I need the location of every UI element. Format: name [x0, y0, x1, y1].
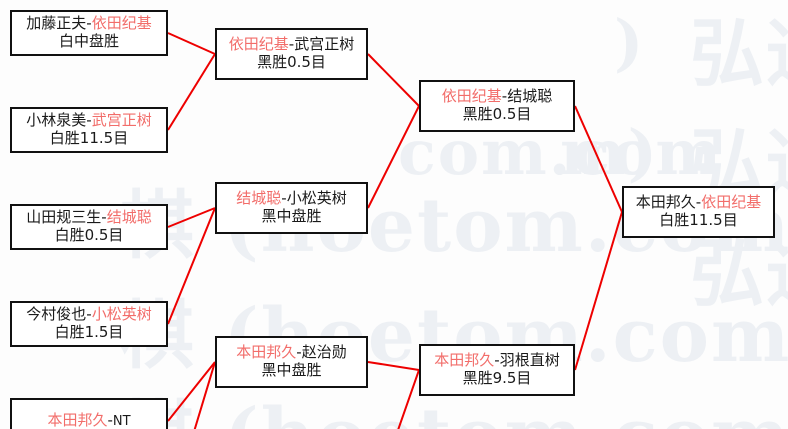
- connector-r2m3-to-r3m2: [367, 361, 420, 371]
- match-box-r1m4[interactable]: 今村俊也-小松英树白胜1.5目: [10, 301, 168, 347]
- versus-dash: -: [86, 111, 92, 130]
- player-left: 本田邦久: [635, 193, 696, 212]
- match-result: 黑中盘胜: [261, 361, 322, 379]
- connector-r2m2-to-r3m1: [367, 105, 420, 209]
- match-box-r2m1[interactable]: 依田纪基-武宫正树黑胜0.5目: [215, 28, 368, 80]
- match-box-r4m1[interactable]: 本田邦久-依田纪基白胜11.5目: [622, 186, 775, 238]
- match-pairing: 依田纪基-武宫正树: [228, 35, 355, 54]
- match-pairing: 依田纪基-结城聪: [441, 87, 553, 106]
- player-left: 本田邦久: [47, 411, 108, 429]
- match-result: 白胜1.5目: [54, 323, 124, 341]
- match-result: 黑中盘胜: [261, 207, 322, 225]
- player-right: 小松英树: [91, 305, 152, 324]
- connector-r2m4-to-r3m2: [397, 369, 420, 429]
- player-left: 今村俊也: [26, 305, 87, 324]
- versus-dash: -: [494, 351, 500, 370]
- match-box-r1m5[interactable]: 本田邦久-NT: [10, 398, 168, 429]
- connector-r1m6-to-r2m3: [193, 361, 216, 429]
- match-box-r2m2[interactable]: 结城聪-小松英树黑中盘胜: [215, 182, 368, 234]
- player-right: 结城聪: [507, 87, 553, 106]
- match-pairing: 本田邦久-依田纪基: [635, 193, 762, 212]
- match-result: 白胜11.5目: [49, 129, 129, 147]
- player-right: 依田纪基: [701, 193, 762, 212]
- match-result: 黑胜9.5目: [462, 369, 532, 387]
- connector-r3m1-to-r4m1: [574, 105, 623, 213]
- connector-r3m2-to-r4m1: [574, 211, 623, 371]
- versus-dash: -: [86, 14, 92, 33]
- match-result: 白中盘胜: [58, 32, 119, 50]
- player-left: 小林泉美: [26, 111, 87, 130]
- versus-dash: -: [501, 87, 508, 106]
- match-box-r3m1[interactable]: 依田纪基-结城聪黑胜0.5目: [419, 80, 575, 132]
- match-result: 黑胜0.5目: [462, 105, 532, 123]
- connector-r1m1-to-r2m1: [167, 32, 216, 55]
- match-pairing: 今村俊也-小松英树: [26, 305, 152, 324]
- versus-dash: -: [101, 208, 107, 227]
- versus-dash: -: [288, 35, 295, 54]
- match-result: 白胜0.5目: [54, 226, 124, 244]
- match-pairing: 本田邦久-NT: [47, 411, 131, 429]
- connector-r1m3-to-r2m2: [167, 207, 216, 228]
- match-box-r2m3[interactable]: 本田邦久-赵治勋黑中盘胜: [215, 336, 368, 388]
- connector-r1m4-to-r2m2: [167, 207, 216, 325]
- connector-r1m2-to-r2m1: [167, 53, 216, 131]
- player-right: 小松英树: [286, 189, 347, 208]
- match-box-r1m3[interactable]: 山田规三生-结城聪白胜0.5目: [10, 204, 168, 250]
- match-pairing: 小林泉美-武宫正树: [26, 111, 152, 130]
- player-left: 加藤正夫: [26, 14, 87, 33]
- versus-dash: -: [86, 305, 92, 324]
- player-right: 依田纪基: [91, 14, 152, 33]
- match-pairing: 本田邦久-羽根直树: [434, 351, 560, 370]
- watermark-text: ): [614, 6, 646, 79]
- watermark-text: 弘通: [690, 11, 788, 97]
- connector-r2m1-to-r3m1: [367, 53, 420, 107]
- match-pairing: 结城聪-小松英树: [236, 189, 347, 208]
- match-result: 白胜11.5目: [659, 211, 738, 229]
- versus-dash: -: [296, 343, 302, 362]
- player-left: 结城聪: [236, 189, 282, 208]
- match-result: 黑胜0.5目: [257, 53, 326, 71]
- connector-r1m5-to-r2m3: [167, 361, 216, 422]
- versus-dash: -: [107, 411, 113, 429]
- player-left: 本田邦久: [434, 351, 495, 370]
- match-pairing: 加藤正夫-依田纪基: [26, 14, 152, 33]
- player-left: 依田纪基: [228, 35, 289, 54]
- match-box-r1m1[interactable]: 加藤正夫-依田纪基白中盘胜: [10, 10, 168, 56]
- match-box-r3m2[interactable]: 本田邦久-羽根直树黑胜9.5目: [419, 344, 575, 396]
- player-right: 赵治勋: [301, 343, 347, 362]
- match-pairing: 本田邦久-赵治勋: [236, 343, 347, 362]
- player-right: 结城聪: [106, 208, 152, 227]
- match-pairing: 山田规三生-结城聪: [26, 208, 152, 227]
- player-left: 本田邦久: [236, 343, 297, 362]
- versus-dash: -: [281, 189, 287, 208]
- player-left: 山田规三生: [26, 208, 102, 227]
- versus-dash: -: [695, 193, 702, 212]
- player-right: 武宫正树: [91, 111, 152, 130]
- player-right: NT: [112, 414, 131, 429]
- player-right: 羽根直树: [499, 351, 560, 370]
- player-right: 武宫正树: [294, 35, 355, 54]
- match-box-r1m2[interactable]: 小林泉美-武宫正树白胜11.5目: [10, 107, 168, 153]
- player-left: 依田纪基: [441, 87, 502, 106]
